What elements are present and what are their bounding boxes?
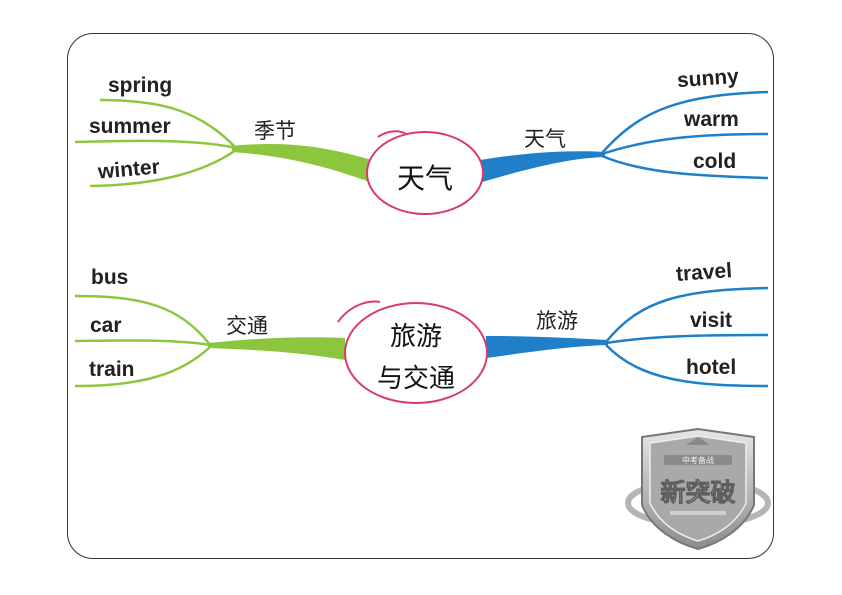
leaf-warm: warm [684,108,739,131]
oval-tick-2 [337,300,381,323]
leaf-train: train [89,358,135,381]
branch-jiaotong-trunk [208,337,345,360]
branch-bus [74,294,211,346]
branch-warm [601,132,769,156]
shield-logo-icon: 中考备战 新突破 [625,427,771,551]
leaf-cold: cold [693,150,737,173]
branch-train [74,346,211,388]
center-label-line1: 旅游 [389,322,442,352]
leaf-car: car [90,314,122,337]
badge-text-main: 新突破 [660,478,735,507]
leaf-visit: visit [690,309,733,332]
branch-label-lvyou: 旅游 [536,309,578,333]
leaf-sunny: sunny [676,64,740,93]
branch-hotel [605,344,769,388]
branch-visit [605,333,769,345]
branch-summer [74,139,237,150]
leaf-travel: travel [675,259,733,286]
branch-sunny [601,90,769,154]
branch-lvyou-trunk [486,336,608,358]
leaf-summer: summer [89,115,171,138]
branch-winter [89,148,237,188]
leaf-bus: bus [91,266,129,289]
branch-spring [99,98,237,149]
branch-car [74,339,211,347]
center-label-line2: 与交通 [376,364,455,394]
leaf-hotel: hotel [686,356,737,379]
branch-label-tianqi: 天气 [524,127,566,151]
center-node-travel-transport [344,302,488,404]
branch-label-jijie: 季节 [254,119,296,143]
branch-travel [605,286,769,343]
branch-label-jiaotong: 交通 [226,314,268,338]
leaf-spring: spring [108,74,173,97]
branch-jijie-trunk [232,143,372,182]
branch-cold [601,154,769,180]
branch-tianqi-trunk [480,151,605,182]
badge-text-top: 中考备战 [682,455,714,465]
center-node-weather [366,131,484,215]
center-label-weather: 天气 [396,162,453,195]
